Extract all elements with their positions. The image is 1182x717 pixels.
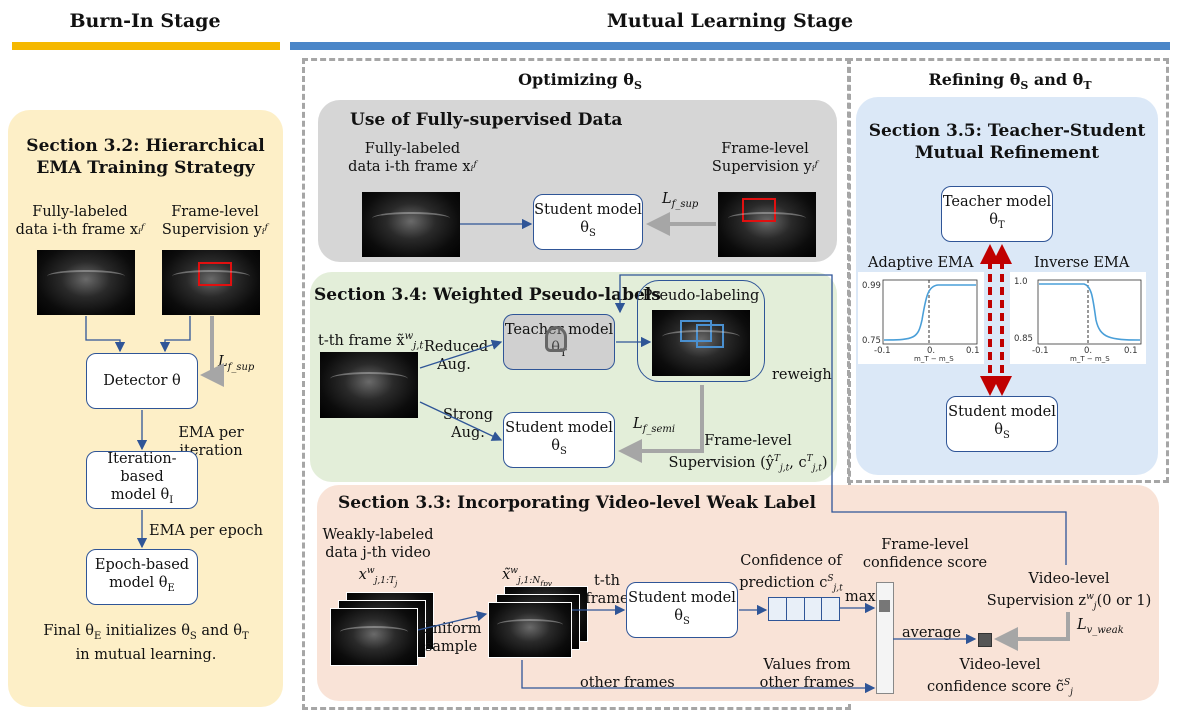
- pseudo-frame-level-label: Frame-level Supervision (ŷTj,t, cTj,t): [668, 433, 828, 474]
- video-supervision-label: Video-level Supervision zwj(0 or 1): [986, 571, 1152, 612]
- full-fully-labeled-label: Fully-labeled data i-th frame xᵢᶠ: [348, 141, 477, 175]
- reweigh-label: reweigh: [772, 367, 832, 383]
- adaptive-ema-label: Adaptive EMA: [868, 255, 974, 271]
- frame-level-score-highlight: [879, 600, 890, 612]
- inverse-x-neg: -0.1: [1032, 346, 1049, 356]
- adaptive-y-top: 0.99: [862, 281, 881, 291]
- adaptive-x-label: m_T − m_S: [914, 355, 954, 363]
- epoch-based-model-box: Epoch-based model θE: [86, 549, 198, 605]
- other-frames-label: other frames: [580, 675, 675, 691]
- pseudo-input-image: [320, 352, 418, 418]
- mutual-student-model-box: Student model θS: [946, 396, 1058, 452]
- confidence-cell: [787, 598, 805, 620]
- video-stack-front: [330, 608, 418, 666]
- video-student-model-box: Student model θS: [626, 582, 738, 638]
- full-frame-level-label: Frame-level Supervision yᵢᶠ: [711, 141, 819, 175]
- inverse-x-label: m_T − m_S: [1070, 355, 1110, 363]
- optimizing-label: Optimizing θS: [518, 70, 642, 93]
- inverse-y-bottom: 0.85: [1014, 334, 1033, 344]
- inverse-x-pos: 0.1: [1124, 346, 1138, 356]
- sampled-stack-front: [488, 602, 572, 658]
- inverse-x-zero: 0.: [1084, 346, 1093, 356]
- lock-icon: [545, 326, 567, 352]
- burn-fully-labeled-label: Fully-labeled data i-th frame xᵢᶠ: [15, 204, 145, 238]
- full-loss-label: Lf_sup: [662, 191, 699, 210]
- full-fully-labeled-image: [362, 192, 460, 257]
- confidence-prediction-label: Confidence of prediction cSj,t: [739, 553, 843, 594]
- full-frame-level-image: [718, 192, 816, 257]
- confidence-cell: [805, 598, 823, 620]
- confidence-cell: [769, 598, 787, 620]
- burn-loss-label: Lf_sup: [218, 354, 255, 373]
- burn-frame-level-image: [162, 250, 260, 315]
- pseudo-labeling-image: [652, 310, 750, 376]
- full-supervised-title: Use of Fully-supervised Data: [350, 110, 623, 130]
- video-level-conf-label: Video-level confidence score c̃Sj: [927, 657, 1073, 698]
- section-3-3-title: Section 3.3: Incorporating Video-level W…: [338, 493, 816, 513]
- mutual-learning-stage-header: Mutual Learning Stage: [606, 10, 854, 32]
- inverse-ema-label: Inverse EMA: [1034, 255, 1130, 271]
- full-bbox: [742, 198, 776, 222]
- video-loss-label: Lv_weak: [1077, 617, 1124, 636]
- video-level-score-square: [978, 633, 992, 647]
- pseudo-bbox-2: [696, 324, 724, 348]
- refining-label: Refining θS and θT: [928, 70, 1092, 93]
- confidence-cell: [822, 598, 839, 620]
- inverse-y-top: 1.0: [1014, 277, 1028, 287]
- adaptive-x-pos: 0.1: [966, 346, 980, 356]
- burn-fully-labeled-image: [37, 250, 135, 315]
- section-3-4-title: Section 3.4: Weighted Pseudo-labels: [314, 285, 661, 305]
- mutual-learning-bar: [290, 42, 1170, 50]
- average-label: average: [902, 625, 961, 641]
- detector-box: Detector θ: [86, 353, 198, 409]
- burn-in-stage-header: Burn-In Stage: [69, 10, 221, 32]
- pseudo-tframe-label: t-th frame x̃wj,t: [318, 331, 424, 352]
- mutual-teacher-model-box: Teacher model θT: [941, 186, 1053, 242]
- iteration-based-model-box: Iteration-based model θI: [86, 451, 198, 509]
- full-student-model-box: Student model θS: [533, 194, 643, 250]
- sampled-frames-label: x̃wj,1:Nfpv: [502, 566, 553, 588]
- adaptive-y-bottom: 0.75: [862, 336, 881, 346]
- confidence-vector: [768, 597, 840, 621]
- burn-frame-level-label: Frame-level Supervision yᵢᶠ: [161, 204, 269, 238]
- burn-final-note: Final θE initializes θS and θT in mutual…: [43, 623, 249, 663]
- pseudo-student-model-box: Student model θS: [503, 412, 615, 468]
- burn-bbox: [198, 262, 232, 286]
- max-label: max: [845, 589, 876, 605]
- adaptive-x-neg: -0.1: [874, 346, 891, 356]
- frame-level-score-column: [876, 582, 894, 694]
- burn-in-bar: [12, 42, 280, 50]
- ema-per-epoch-label: EMA per epoch: [149, 523, 263, 539]
